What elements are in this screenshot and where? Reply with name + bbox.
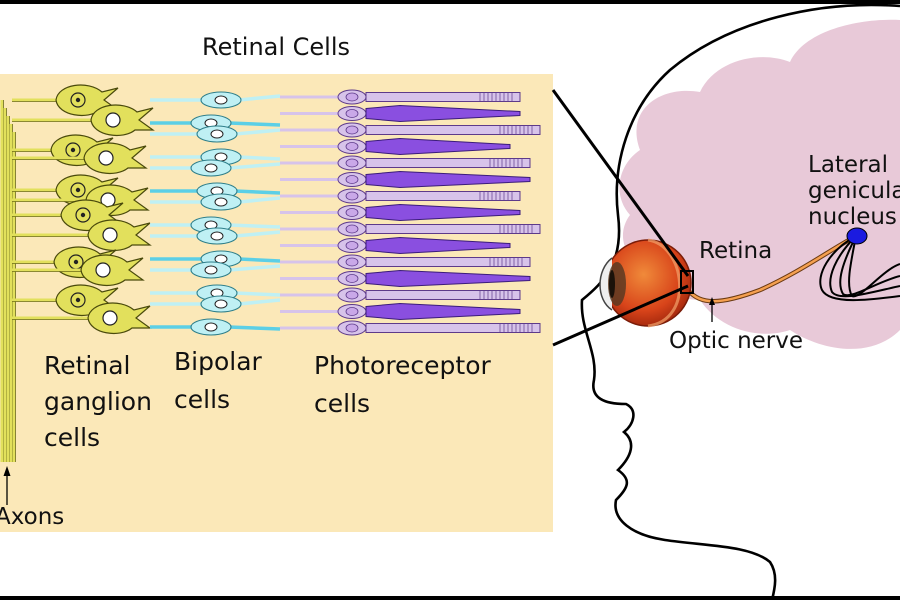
photoreceptor-nucleus bbox=[345, 175, 359, 184]
ganglion-nucleus bbox=[102, 227, 118, 243]
label-lgn-line2: geniculate bbox=[808, 178, 900, 204]
ganglion-nucleolus bbox=[75, 297, 81, 303]
rod-outer-segment bbox=[365, 158, 531, 168]
photoreceptor-nucleus bbox=[345, 158, 359, 168]
head-outline bbox=[580, 3, 900, 600]
bipolar-cell-layer bbox=[150, 91, 281, 336]
photoreceptor-nucleus bbox=[345, 241, 359, 250]
photoreceptor-nucleus bbox=[345, 290, 359, 300]
cone-outer-segment bbox=[365, 269, 531, 288]
rod-outer-segment bbox=[365, 224, 541, 234]
bipolar-nucleus bbox=[204, 265, 218, 275]
optic-nerve bbox=[687, 234, 857, 303]
ganglion-nucleus bbox=[95, 262, 111, 278]
ganglion-nucleus bbox=[102, 310, 118, 326]
ganglion-nucleolus bbox=[80, 212, 86, 218]
cone-outer-segment bbox=[365, 170, 531, 189]
zoom-line-top bbox=[551, 89, 690, 277]
ganglion-cell bbox=[90, 104, 155, 137]
ganglion-nucleolus bbox=[75, 97, 81, 103]
ganglion-cell-layer bbox=[12, 84, 155, 335]
bipolar-nucleus bbox=[214, 299, 228, 309]
retina-zoom-box bbox=[680, 270, 694, 294]
label-ganglion-line2: ganglion bbox=[44, 387, 152, 416]
eye bbox=[599, 238, 692, 328]
cone-outer-segment bbox=[365, 236, 511, 255]
top-border bbox=[0, 0, 900, 4]
bipolar-nucleus bbox=[210, 129, 224, 139]
photoreceptor-nucleus bbox=[345, 323, 359, 333]
label-lgn-line1: Lateral bbox=[808, 152, 888, 178]
zoom-line-bottom bbox=[552, 284, 689, 347]
photoreceptor-nucleus bbox=[345, 208, 359, 217]
label-bipolar-line1: Bipolar bbox=[174, 347, 263, 376]
photoreceptor-nucleus bbox=[345, 92, 359, 102]
bottom-border bbox=[0, 596, 900, 600]
bipolar-nucleus bbox=[204, 163, 218, 173]
cone-outer-segment bbox=[365, 137, 511, 156]
photoreceptor-nucleus bbox=[345, 142, 359, 151]
ganglion-cell bbox=[80, 254, 145, 287]
rod-outer-segment bbox=[365, 125, 541, 135]
label-ganglion-line3: cells bbox=[44, 423, 100, 452]
label-photoreceptor-line1: Photoreceptor bbox=[314, 351, 492, 380]
ganglion-nucleolus bbox=[73, 259, 79, 265]
label-axons: Axons bbox=[0, 504, 64, 530]
rod-outer-segment bbox=[365, 290, 521, 300]
label-lgn-line3: nucleus bbox=[808, 204, 897, 230]
axon-bundle bbox=[0, 100, 16, 462]
rod-outer-segment bbox=[365, 92, 521, 102]
ganglion-nucleolus bbox=[70, 147, 76, 153]
rod-outer-segment bbox=[365, 323, 541, 333]
bipolar-nucleus bbox=[210, 231, 224, 241]
ganglion-cell bbox=[83, 142, 148, 175]
bipolar-nucleus bbox=[204, 322, 218, 332]
label-retina: Retina bbox=[699, 238, 772, 264]
brain-shape bbox=[619, 19, 900, 349]
label-bipolar-line2: cells bbox=[174, 385, 230, 414]
label-photoreceptor-line2: cells bbox=[314, 389, 370, 418]
ganglion-nucleus bbox=[98, 150, 114, 166]
label-ganglion-line1: Retinal bbox=[44, 351, 131, 380]
ganglion-nucleus bbox=[105, 112, 121, 128]
photoreceptor-nucleus bbox=[345, 224, 359, 234]
photoreceptor-layer bbox=[280, 89, 541, 336]
photoreceptor-nucleus bbox=[345, 274, 359, 283]
photoreceptor-nucleus bbox=[345, 191, 359, 201]
cone-outer-segment bbox=[365, 203, 521, 222]
diagram-title: Retinal Cells bbox=[202, 33, 350, 61]
cone-outer-segment bbox=[365, 302, 521, 321]
ganglion-nucleolus bbox=[75, 187, 81, 193]
cone-outer-segment bbox=[365, 104, 521, 123]
photoreceptor-nucleus bbox=[345, 257, 359, 267]
rod-outer-segment bbox=[365, 257, 531, 267]
label-optic-nerve: Optic nerve bbox=[669, 328, 803, 354]
rod-outer-segment bbox=[365, 191, 521, 201]
optic-nerve-arrow bbox=[709, 297, 715, 322]
ganglion-cell bbox=[87, 302, 152, 335]
lateral-geniculate-nucleus bbox=[846, 227, 868, 245]
photoreceptor-nucleus bbox=[345, 125, 359, 135]
optic-radiation bbox=[819, 235, 900, 302]
photoreceptor-nucleus bbox=[345, 109, 359, 118]
bipolar-nucleus bbox=[214, 95, 228, 105]
ganglion-cell bbox=[87, 219, 152, 252]
bipolar-nucleus bbox=[214, 197, 228, 207]
photoreceptor-nucleus bbox=[345, 307, 359, 316]
axons-arrow bbox=[3, 466, 11, 505]
